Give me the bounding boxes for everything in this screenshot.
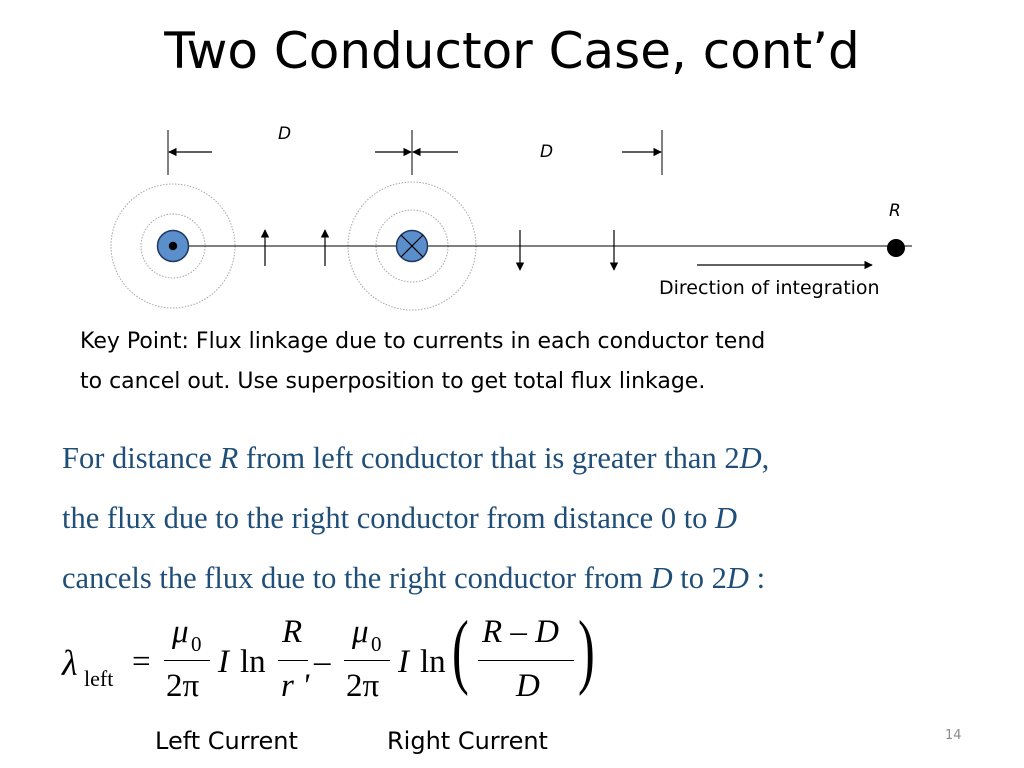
distance-label-right: D bbox=[540, 142, 553, 162]
eq-fraction-bar-2 bbox=[278, 660, 308, 662]
explanation-line-1: For distance R from left conductor that … bbox=[62, 441, 770, 475]
eq-mu-sub-1: 0 bbox=[191, 632, 202, 656]
eq-mu-sub-2: 0 bbox=[371, 632, 382, 656]
eq-equals: = bbox=[132, 644, 151, 680]
explanation-line-3: cancels the flux due to the right conduc… bbox=[62, 561, 766, 595]
eq-ln-1: ln bbox=[240, 644, 266, 680]
eq-d-denominator: D bbox=[516, 668, 540, 704]
key-point-text: Key Point: Flux linkage due to currents … bbox=[80, 322, 960, 402]
eq-mu-1: μ bbox=[172, 614, 189, 650]
current-out-dot-icon bbox=[168, 241, 178, 251]
key-point-line-2: to cancel out. Use superposition to get … bbox=[80, 369, 706, 394]
flux-linkage-equation: λ left = μ 0 2π I ln R r ' – μ 0 2π I ln… bbox=[60, 604, 620, 720]
page-number: 14 bbox=[945, 728, 962, 743]
eq-current-2: I bbox=[398, 644, 409, 680]
point-r-marker bbox=[887, 239, 905, 257]
point-r-label: R bbox=[889, 201, 901, 221]
eq-paren-open: ( bbox=[452, 604, 469, 697]
eq-current-1: I bbox=[218, 644, 229, 680]
explanation-text: For distance R from left conductor that … bbox=[62, 428, 1012, 608]
eq-r-numerator: R bbox=[282, 614, 303, 650]
distance-label-left: D bbox=[278, 124, 291, 144]
eq-two-pi-2: 2π bbox=[346, 668, 380, 704]
eq-mu-2: μ bbox=[352, 614, 369, 650]
eq-fraction-bar-4 bbox=[478, 660, 574, 662]
eq-minus: – bbox=[314, 644, 331, 680]
eq-r-minus-d: R – D bbox=[482, 614, 559, 650]
right-current-label: Right Current bbox=[387, 727, 548, 755]
eq-lambda: λ bbox=[62, 643, 78, 683]
eq-fraction-bar-3 bbox=[344, 660, 390, 662]
left-conductor bbox=[156, 229, 190, 263]
right-conductor bbox=[395, 229, 429, 263]
eq-two-pi-1: 2π bbox=[166, 668, 200, 704]
left-current-label: Left Current bbox=[155, 727, 298, 755]
eq-fraction-bar-1 bbox=[164, 660, 210, 662]
direction-label: Direction of integration bbox=[659, 277, 880, 299]
eq-ln-2: ln bbox=[420, 644, 446, 680]
two-conductor-diagram: D D R Direction of integration bbox=[110, 124, 912, 311]
explanation-line-2: the flux due to the right conductor from… bbox=[62, 501, 738, 535]
eq-subscript-left: left bbox=[84, 666, 114, 691]
slide-title: Two Conductor Case, cont’d bbox=[164, 22, 860, 80]
key-point-line-1: Key Point: Flux linkage due to currents … bbox=[80, 329, 766, 354]
eq-paren-close: ) bbox=[578, 604, 595, 697]
eq-r-prime: r ' bbox=[281, 668, 310, 704]
